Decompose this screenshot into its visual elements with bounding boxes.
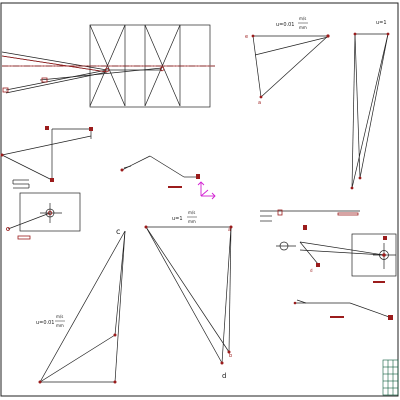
slider-block-accents (6, 210, 53, 240)
label-den-middle: mm (188, 219, 196, 224)
point-e-label: e (245, 34, 248, 40)
arrow-link-lower-right (295, 299, 393, 319)
tall-triangle-right (351, 33, 389, 189)
point-b-middle-label: b (229, 353, 232, 359)
small-link-middle-accents (120, 168, 200, 188)
label-u-left: u=0.01 (36, 320, 55, 326)
small-link-middle (121, 155, 199, 178)
arrow-link-accents (293, 301, 393, 320)
coordinate-axes-icon (197, 181, 216, 200)
velocity-triangle-top-accents (251, 34, 330, 99)
big-triangle-left-accents (38, 333, 117, 384)
title-block (382, 359, 399, 396)
slider-block-right-accents (303, 225, 387, 283)
point-a-middle-label: a (228, 227, 231, 233)
slider-rail-right (260, 210, 360, 222)
label-num-left: m/s (56, 314, 63, 319)
big-triangle-middle (145, 226, 232, 364)
slider-rail-accents (277, 209, 359, 216)
velocity-triangle-top (252, 35, 329, 98)
label-num-middle: m/s (188, 210, 195, 215)
label-frac-num-top: m/s (299, 16, 306, 21)
label-u-middle: u=1 (172, 216, 183, 222)
point-a-topright-label: a (258, 100, 261, 106)
point-c-left-label: c (116, 227, 120, 236)
crank-link-left (1, 128, 92, 181)
label-u-top: u=0.01 (276, 22, 295, 28)
big-triangle-middle-accents (144, 225, 233, 365)
point-d-middle-label: d (222, 372, 226, 380)
label-u-far-right: u=1 (376, 20, 387, 26)
point-d-small-label: d (310, 268, 313, 273)
tall-triangle-accents (350, 32, 390, 190)
crank-link-accents (0, 126, 93, 182)
label-den-left: mm (56, 323, 64, 328)
slider-block-left (7, 192, 81, 232)
mechanism-accents-top (1, 55, 215, 93)
small-symbol-left (12, 179, 30, 189)
big-triangle-left (39, 230, 126, 383)
slider-block-right (276, 233, 397, 277)
label-frac-den-top: mm (299, 25, 307, 30)
